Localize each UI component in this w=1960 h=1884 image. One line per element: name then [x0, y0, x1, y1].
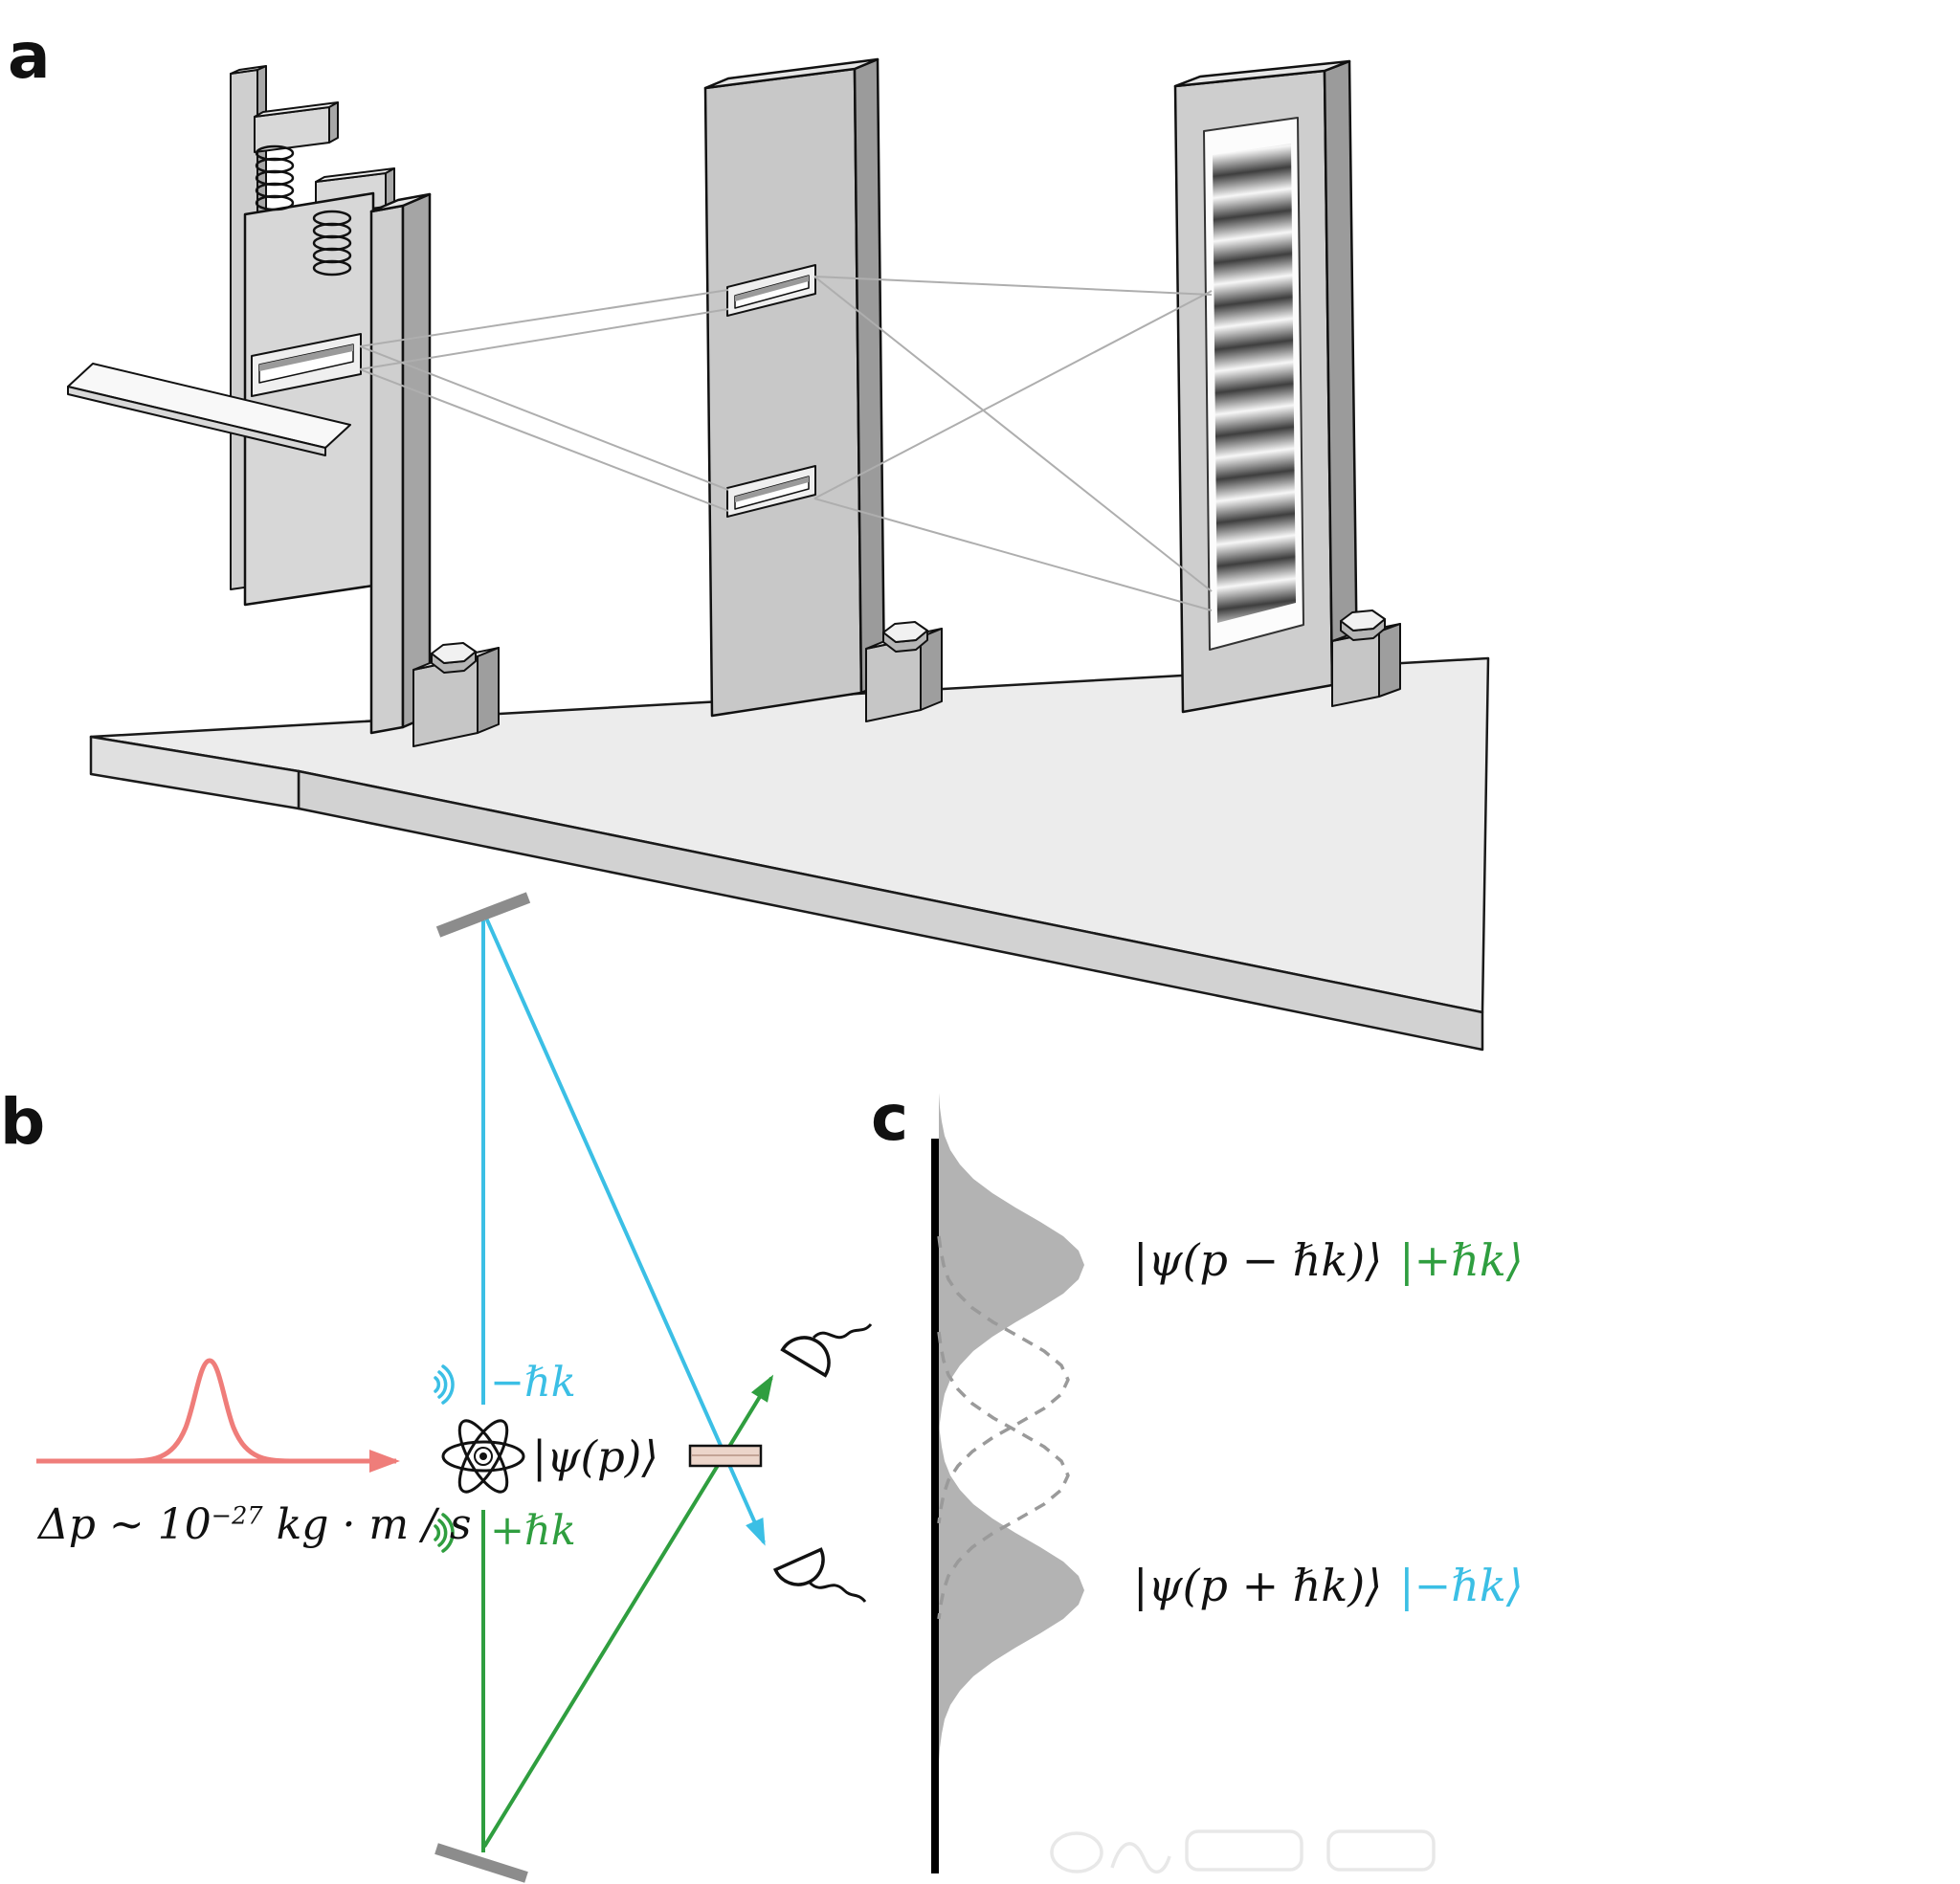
panel-b-scheme: [36, 892, 873, 1883]
beam-trajectory-lines: [359, 276, 1213, 611]
beamsplitter-icon: [688, 1444, 763, 1468]
wavepacket-dashed-upper: [937, 1235, 1070, 1524]
pulse-peak: [122, 1358, 298, 1464]
panel-label-b: b: [0, 1085, 46, 1159]
detector-wire: [808, 1581, 867, 1604]
panel-label-a: a: [8, 19, 51, 93]
mirror-top-icon: [435, 892, 531, 938]
right-post: [369, 192, 432, 735]
watermark: [1050, 1829, 1436, 1873]
upper-ket-text: |+ℏk⟩: [1399, 1234, 1524, 1286]
dp-prefix: Δp ~ 10: [38, 1500, 212, 1549]
spring-2: [312, 210, 352, 277]
screen2-top: [703, 57, 880, 90]
panel-c-wavepackets: [931, 1093, 1436, 1873]
atom-icon: [441, 1419, 525, 1494]
photon-wave-minus-icon: [434, 1364, 455, 1405]
detector-lower-icon: [772, 1547, 867, 1604]
wavepacket-lower: [939, 1418, 1084, 1762]
spring-mount-bar-1: [254, 101, 339, 153]
base-left-face: [89, 735, 301, 810]
screen-1-recoiling-slit: [67, 65, 500, 747]
pulse-arrow: [36, 1358, 400, 1473]
detector-upper-icon: [780, 1322, 873, 1378]
interference-pattern: [1213, 144, 1296, 623]
panel-a-apparatus: [67, 57, 1490, 1052]
detector-wire: [812, 1322, 873, 1340]
wavepacket-dashed-lower: [937, 1331, 1070, 1620]
panel-label-c: c: [871, 1081, 909, 1155]
dp-exponent: −27: [211, 1501, 263, 1531]
momentum-uncertainty-label: Δp ~ 10−27 kg · m / s: [38, 1500, 472, 1549]
slit-lower: [726, 465, 816, 518]
mirror-bottom-icon: [434, 1843, 528, 1883]
lower-wavepacket-label: |ψ(p + ℏk)⟩ |−ℏk⟩: [1133, 1560, 1524, 1611]
slit-opening-1: [251, 333, 362, 397]
slit-upper: [726, 264, 816, 317]
photon-plus-hbar-k-label: +ℏk: [490, 1507, 576, 1555]
screen2-face: [703, 67, 863, 718]
screen-2-double-slit: [703, 57, 943, 722]
base-top-face: [89, 656, 1490, 1014]
lower-ket-text: |−ℏk⟩: [1399, 1560, 1524, 1611]
slit-plate: [243, 191, 375, 607]
photon-wave-plus-icon: [434, 1513, 455, 1553]
upper-wavepacket-label: |ψ(p − ℏk)⟩ |+ℏk⟩: [1133, 1234, 1524, 1286]
screen-3-detector: [1173, 59, 1401, 714]
screen3-top: [1173, 59, 1351, 88]
atom-state-label: |ψ(p)⟩: [532, 1431, 658, 1482]
dp-suffix: kg · m / s: [262, 1500, 472, 1549]
base-plate: [89, 656, 1490, 1052]
lower-state-text: |ψ(p + ℏk)⟩: [1133, 1560, 1383, 1611]
photon-minus-hbar-k-label: −ℏk: [490, 1359, 576, 1407]
cyan-beam-diagonal: [483, 915, 766, 1546]
spring-1: [255, 144, 295, 211]
incoming-beam-sheet: [67, 363, 351, 456]
upper-state-text: |ψ(p − ℏk)⟩: [1133, 1234, 1383, 1286]
wavepacket-upper: [939, 1093, 1084, 1437]
